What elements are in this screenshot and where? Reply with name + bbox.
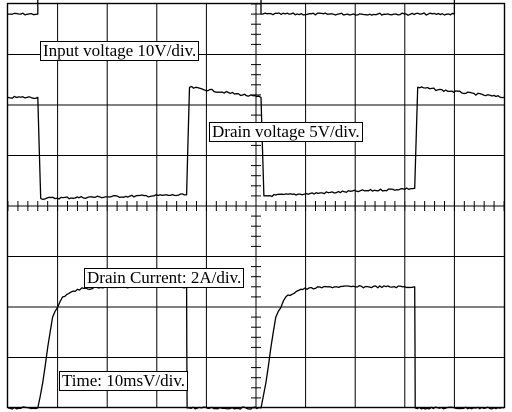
trace-input-voltage [8, 0, 456, 16]
time-scale-label: Time: 10msV/div. [59, 371, 188, 391]
trace-drain-voltage [7, 85, 505, 201]
drain-current-label: Drain Current: 2A/div. [84, 268, 245, 288]
plot-frame [6, 2, 506, 409]
input-voltage-label: Input voltage 10V/div. [40, 41, 200, 61]
drain-voltage-label: Drain voltage 5V/div. [209, 122, 363, 142]
